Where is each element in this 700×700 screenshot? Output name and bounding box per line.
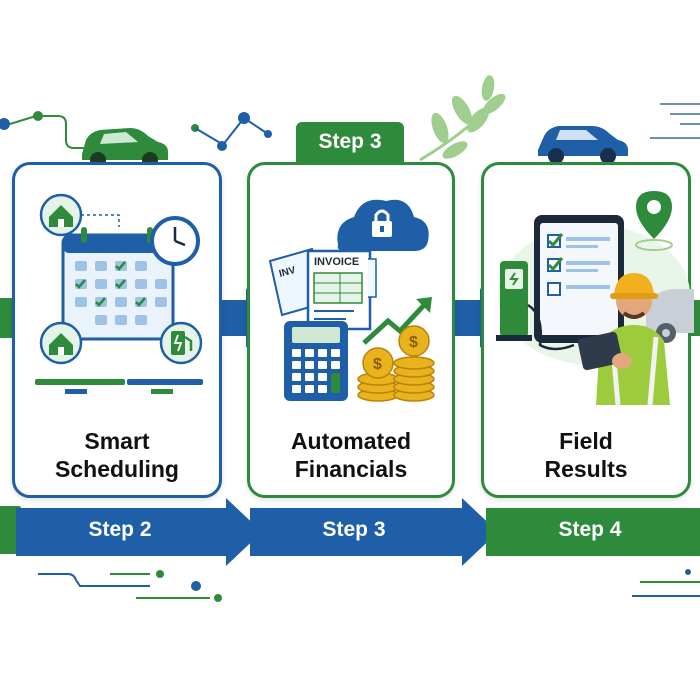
step-card-field-results: Field Results [481, 162, 694, 498]
house-icon [39, 193, 83, 237]
invoice-title-text: INVOICE [314, 256, 359, 268]
calculator-icon [284, 321, 348, 401]
step-arrow-3 [250, 498, 498, 566]
clock-icon [150, 216, 200, 266]
step-3-badge: Step 3 [296, 122, 404, 162]
step-arrow-4 [486, 508, 700, 556]
coins-icon: $ $ [357, 325, 435, 402]
field-results-illustration [496, 191, 694, 405]
trend-arrow-icon [362, 297, 432, 345]
network-line-left [0, 111, 86, 149]
car-icon [538, 126, 628, 164]
network-line-bottom [38, 569, 700, 602]
ev-charger-icon [159, 321, 203, 365]
step-arrow-label: Step 4 [558, 518, 622, 541]
invoice-back-text: INV [278, 265, 297, 280]
location-pin-icon [635, 191, 673, 251]
svg-text:$: $ [373, 356, 382, 373]
house-icon [39, 321, 83, 365]
step-title: Smart Scheduling [55, 428, 179, 482]
tablet-checklist-icon [534, 215, 624, 343]
field-worker-icon [577, 273, 670, 405]
scheduling-illustration [35, 193, 203, 394]
invoice-icon: INV INVOICE [268, 247, 377, 331]
calendar-icon [61, 227, 175, 341]
financials-illustration: INV INVOICE [268, 199, 435, 402]
step-title: Field Results [544, 428, 628, 482]
decor-lines-right [650, 103, 700, 139]
step-title: Automated Financials [290, 428, 412, 482]
ev-charger-icon [496, 261, 575, 351]
timeline-bar [35, 379, 203, 394]
step-arrow-2 [16, 498, 262, 566]
step-card-smart-scheduling: Smart Scheduling [12, 162, 222, 498]
leaf-branch-icon [419, 75, 506, 162]
cloud-lock-icon [337, 199, 429, 251]
network-dots [191, 112, 272, 151]
svg-text:$: $ [409, 334, 418, 351]
step-arrow-label: Step 3 [322, 518, 386, 541]
step-arrow-label: Step 2 [88, 518, 152, 541]
step-card-automated-financials: INV INVOICE [247, 162, 455, 498]
